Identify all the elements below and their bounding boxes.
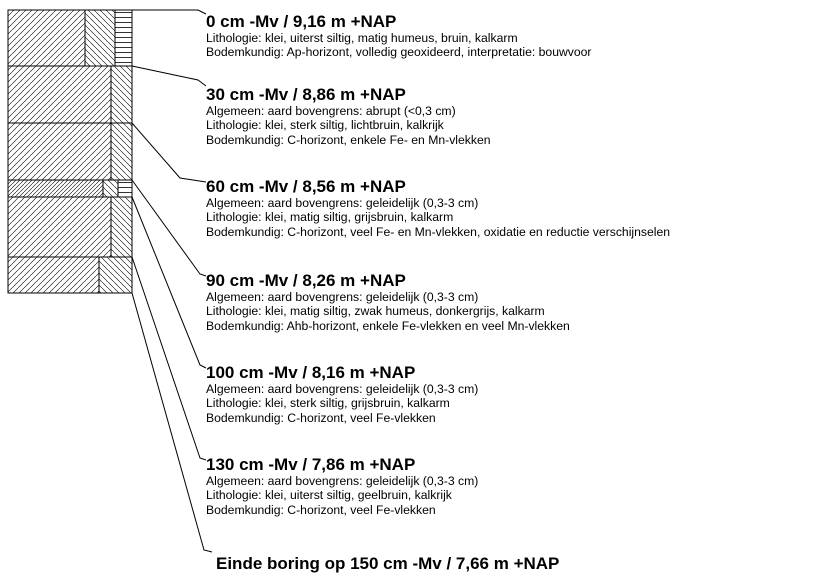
layer-detail-line: Bodemkundig: C-horizont, veel Fe-vlekken	[206, 410, 436, 425]
layer-description-1: 0 cm -Mv / 9,16 m +NAP Lithologie: klei,…	[206, 13, 592, 60]
layer-description-6: 130 cm -Mv / 7,86 m +NAP Algemeen: aard …	[206, 456, 478, 517]
column-layer-3	[7, 122, 133, 181]
leader-line-4	[131, 179, 207, 277]
layer-heading: 0 cm -Mv / 9,16 m +NAP	[206, 12, 397, 31]
layer-description-3: 60 cm -Mv / 8,56 m +NAP Algemeen: aard b…	[206, 178, 670, 239]
layer-heading: 30 cm -Mv / 8,86 m +NAP	[206, 85, 406, 104]
layer-detail-line: Bodemkundig: C-horizont, enkele Fe- en M…	[206, 132, 491, 147]
layer-description-4: 90 cm -Mv / 8,26 m +NAP Algemeen: aard b…	[206, 272, 570, 333]
layer-heading: 90 cm -Mv / 8,26 m +NAP	[206, 271, 406, 290]
layer-detail-line: Bodemkundig: C-horizont, veel Fe- en Mn-…	[206, 224, 671, 239]
layer-heading: 60 cm -Mv / 8,56 m +NAP	[206, 177, 406, 196]
column-layer-6	[7, 256, 133, 294]
column-layer-4	[7, 179, 133, 198]
leader-line-1	[132, 9, 207, 15]
layer-detail-line: Algemeen: aard bovengrens: abrupt (<0,3 …	[206, 104, 456, 118]
leader-line-5	[131, 196, 207, 369]
layer-detail-line: Bodemkundig: Ahb-horizont, enkele Fe-vle…	[206, 318, 570, 333]
layer-description-5: 100 cm -Mv / 8,16 m +NAP Algemeen: aard …	[206, 364, 478, 425]
layer-heading: 100 cm -Mv / 8,16 m +NAP	[206, 363, 416, 382]
layer-detail-line: Lithologie: klei, sterk siltig, grijsbru…	[206, 396, 450, 411]
leader-line-end	[131, 292, 213, 553]
layer-description-2: 30 cm -Mv / 8,86 m +NAP Algemeen: aard b…	[206, 86, 491, 147]
layer-detail-line: Lithologie: klei, matig siltig, grijsbru…	[206, 210, 454, 225]
column-layer-5	[7, 196, 133, 258]
layer-detail-line: Algemeen: aard bovengrens: geleidelijk (…	[206, 474, 479, 488]
leader-line-6	[131, 256, 207, 461]
layer-detail-line: Bodemkundig: Ap-horizont, volledig geoxi…	[206, 45, 592, 60]
layer-detail-line: Lithologie: klei, matig siltig, zwak hum…	[206, 304, 545, 319]
layer-detail-line: Algemeen: aard bovengrens: geleidelijk (…	[206, 290, 479, 304]
layer-detail-line: Lithologie: klei, uiterst siltig, geelbr…	[206, 488, 452, 503]
column-layer-2	[7, 65, 133, 124]
end-of-boring-heading: Einde boring op 150 cm -Mv / 7,66 m +NAP	[216, 554, 560, 573]
layer-detail-line: Lithologie: klei, sterk siltig, lichtbru…	[206, 118, 444, 133]
leader-line-2	[131, 65, 207, 87]
layer-detail-line: Algemeen: aard bovengrens: geleidelijk (…	[206, 382, 479, 396]
layer-detail-line: Bodemkundig: C-horizont, veel Fe-vlekken	[206, 502, 436, 517]
layer-detail-line: Lithologie: klei, uiterst siltig, matig …	[206, 31, 518, 45]
leader-line-3	[131, 122, 207, 183]
column-layer-1	[7, 9, 133, 67]
layer-detail-line: Algemeen: aard bovengrens: geleidelijk (…	[206, 196, 479, 210]
layer-heading: 130 cm -Mv / 7,86 m +NAP	[206, 455, 416, 474]
leader-lines	[131, 9, 213, 553]
